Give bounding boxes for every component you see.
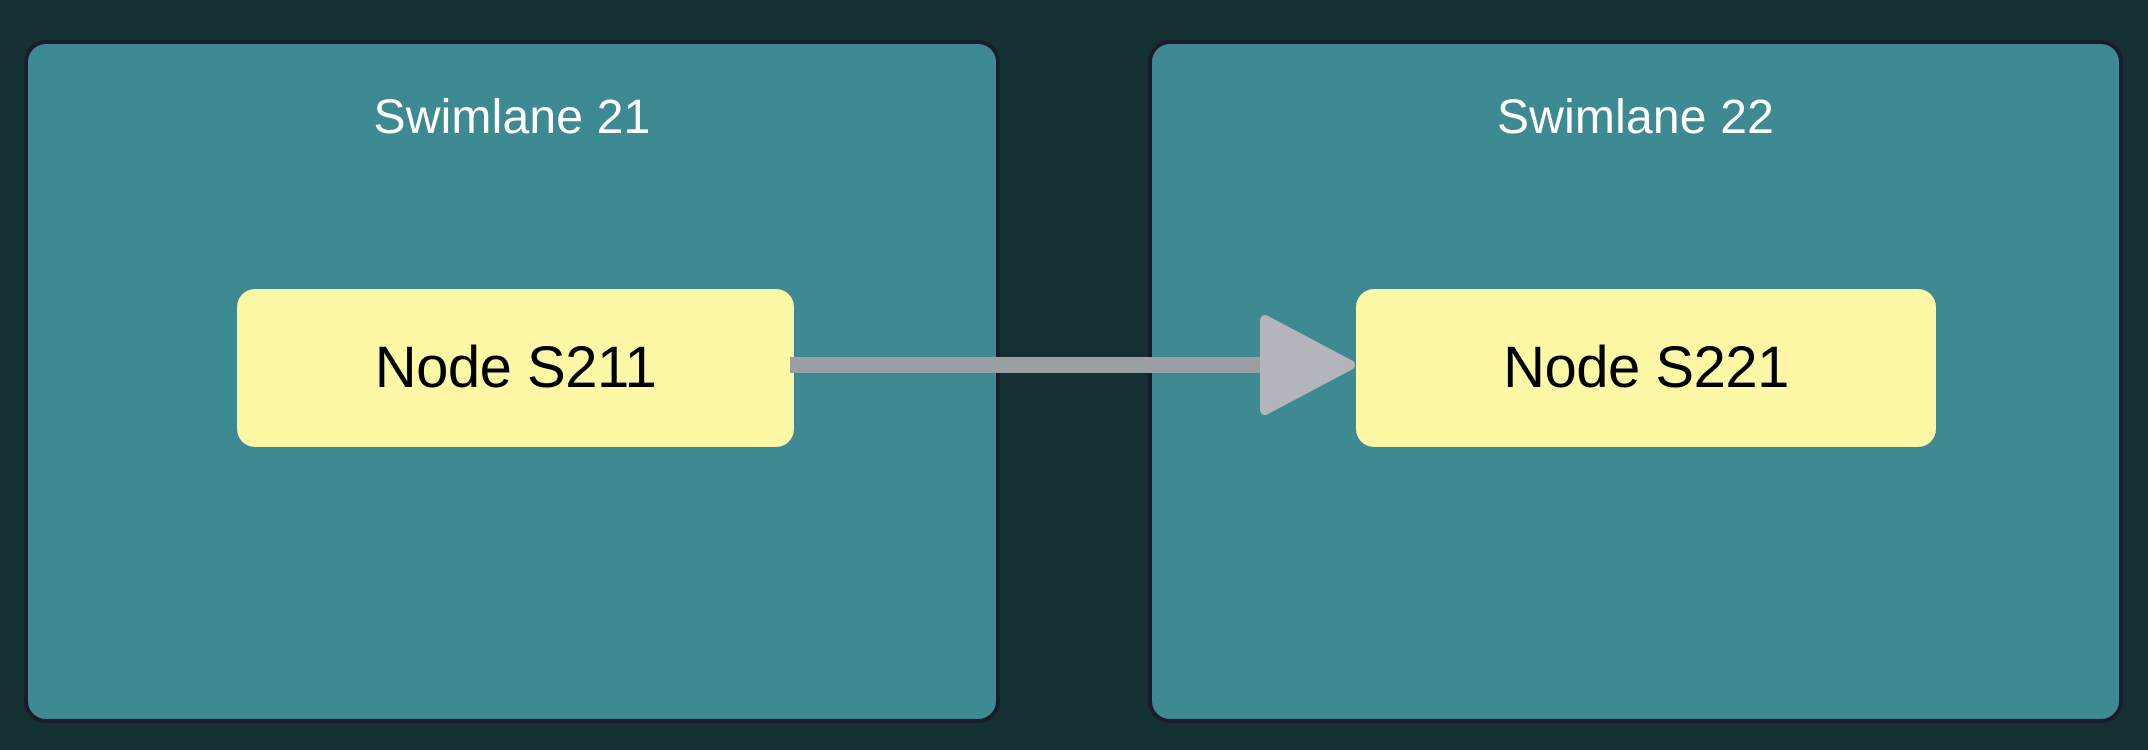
node-s221-label: Node S221 <box>1503 335 1789 400</box>
node-s221[interactable]: Node S221 <box>1356 289 1936 447</box>
swimlane-container-21[interactable]: Swimlane 21 Node S211 <box>24 40 1000 723</box>
node-s211-label: Node S211 <box>374 335 657 400</box>
swimlane-title-21: Swimlane 21 <box>373 91 651 144</box>
node-s211[interactable]: Node S211 <box>237 289 794 447</box>
swimlane-container-22[interactable]: Swimlane 22 Node S221 <box>1148 40 2123 723</box>
swimlane-title-22: Swimlane 22 <box>1496 91 1774 144</box>
